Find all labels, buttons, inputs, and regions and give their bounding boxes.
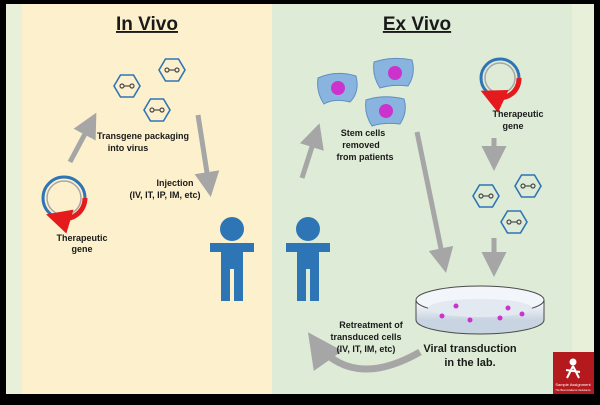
in-vivo-panel [22, 4, 272, 394]
viral-transduction-label: Viral transduction [423, 343, 517, 355]
ex-vivo-gene-label: Therapeutic [492, 109, 543, 119]
stem-cell-icon [373, 57, 414, 89]
stem-cell-icon [317, 72, 358, 105]
arrow-gene-to-packaging [67, 112, 97, 164]
arrow-injection [194, 114, 220, 197]
petri-dish-icon [415, 285, 545, 335]
in-vivo-gene-label: Therapeutic [56, 233, 107, 243]
stem-cells-label: Stem cells [341, 128, 386, 138]
retreatment-label-2: transduced cells [330, 332, 401, 342]
logo-tagline: The Best Academic Assistance [555, 388, 591, 392]
in-vivo-gene-label-2: gene [71, 244, 92, 254]
packaging-label-2: into virus [108, 143, 149, 153]
viral-transduction-label-2: in the lab. [444, 357, 495, 369]
ex-vivo-panel [272, 4, 572, 394]
plasmid-icon [41, 175, 88, 234]
logo-figure-icon [569, 358, 577, 366]
ex-vivo-gene-label-2: gene [502, 121, 523, 131]
stem-cells-label-2: removed [342, 140, 380, 150]
retreatment-label: Retreatment of [339, 320, 404, 330]
packaging-label: Transgene packaging [97, 131, 189, 141]
stem-cell-icon [365, 96, 406, 127]
logo-name: Sample Assignment [555, 382, 591, 387]
arrow-cells-to-dish [414, 131, 454, 273]
stem-cells-label-3: from patients [336, 152, 393, 162]
retreatment-routes-label: (IV, IT, IM, etc) [337, 344, 396, 354]
injection-routes-label: (IV, IT, IP, IM, etc) [129, 190, 200, 200]
injection-label: Injection [156, 178, 193, 188]
in-vivo-title: In Vivo [116, 14, 178, 35]
plasmid-icon [479, 57, 522, 113]
sample-assignment-logo: Sample Assignment The Best Academic Assi… [553, 352, 594, 394]
arrow-retreatment [307, 332, 422, 373]
arrow-cells-removed [299, 123, 324, 179]
ex-vivo-title: Ex Vivo [383, 14, 451, 35]
